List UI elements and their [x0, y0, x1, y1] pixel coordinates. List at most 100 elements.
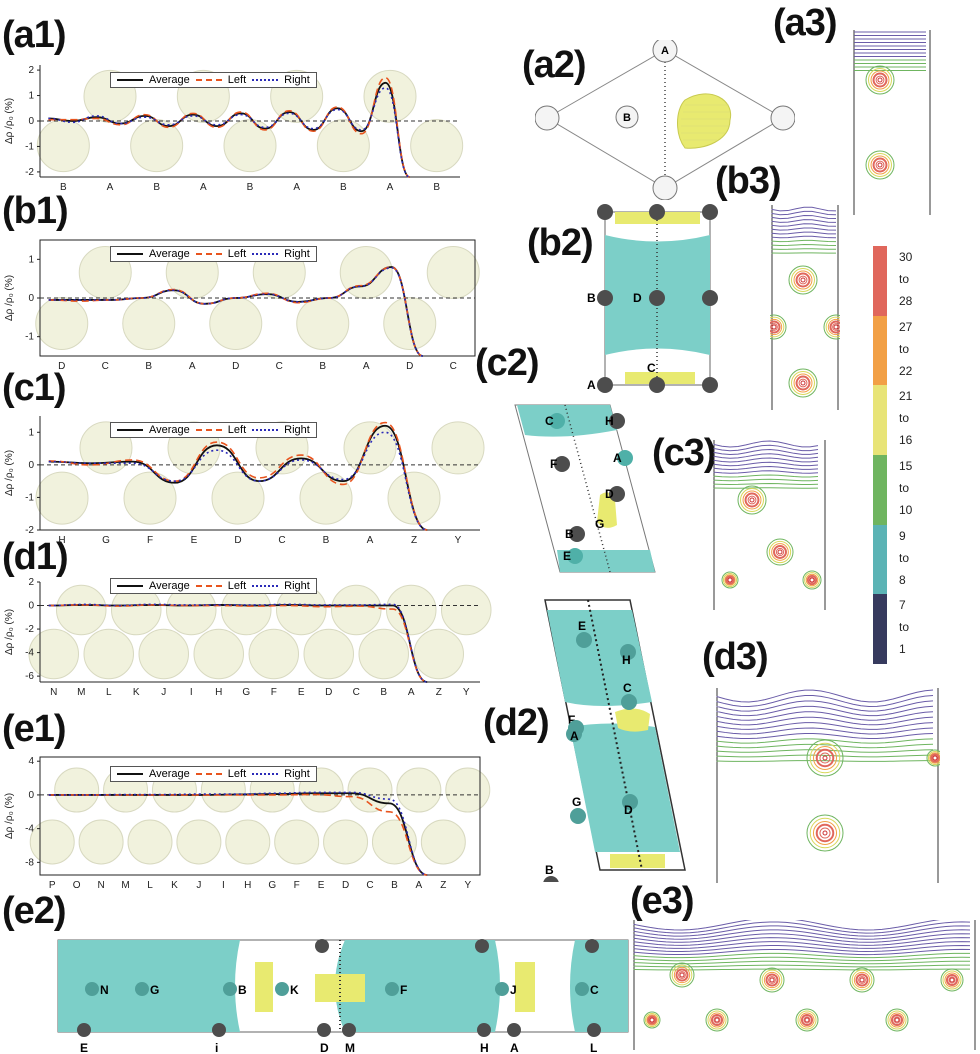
contour-ring	[647, 1015, 657, 1025]
y-axis-label: Δρ /ρ₀ (%)	[4, 609, 15, 655]
atom-label-c2: H	[605, 414, 614, 428]
series-left	[48, 793, 428, 876]
legend-label-left: Left	[227, 768, 247, 780]
contour-line	[713, 449, 819, 455]
atom-sphere	[386, 584, 437, 636]
legend-swatch-avg	[117, 79, 143, 81]
x-atom-label: O	[73, 880, 81, 891]
y-tick-label: -2	[25, 525, 34, 536]
contour-line	[716, 694, 934, 708]
contour-ring	[770, 323, 778, 331]
contour-ring	[795, 1008, 819, 1032]
atom-c2	[567, 548, 583, 564]
y-axis-label: Δρ /ρ₀ (%)	[4, 275, 15, 321]
legend-label-left: Left	[227, 248, 247, 260]
x-atom-label: K	[133, 687, 140, 698]
atom-sphere	[441, 584, 492, 636]
contour-ring	[875, 160, 885, 170]
contour-ring	[858, 976, 866, 984]
y-tick-label: -8	[25, 857, 34, 868]
atom-label-c2: C	[545, 414, 554, 428]
y-tick-label: -1	[25, 492, 34, 503]
y-tick-label: -1	[25, 141, 34, 152]
x-atom-label: A	[200, 182, 207, 193]
atom-e2	[507, 1023, 521, 1037]
legend-label-right: Right	[284, 74, 310, 86]
x-atom-label: D	[325, 687, 332, 698]
x-atom-label: Y	[464, 880, 471, 891]
contour-ring	[713, 1016, 721, 1024]
atom-sphere	[138, 628, 189, 680]
x-atom-label: G	[242, 687, 250, 698]
contour-ring	[940, 968, 964, 992]
atom-sphere	[223, 119, 277, 173]
contour-ring	[770, 320, 781, 334]
x-atom-label: E	[298, 687, 305, 698]
atom-sphere	[225, 819, 271, 865]
contour-line	[771, 227, 837, 231]
atom-sphere	[445, 767, 491, 813]
contour-ring	[791, 268, 815, 292]
x-atom-label: P	[49, 880, 56, 891]
contour-ring	[800, 1013, 814, 1027]
contour-ring	[759, 967, 785, 993]
y-tick-label: 1	[28, 427, 34, 438]
contour-ring	[644, 1012, 660, 1028]
atom-a2-top	[652, 40, 678, 63]
atom-e2	[317, 1023, 331, 1037]
contour-ring	[788, 265, 818, 295]
colorbar-label: 15	[899, 459, 913, 473]
contour-ring	[803, 1016, 811, 1024]
x-atom-label: Z	[411, 535, 417, 546]
atom-e2	[475, 939, 489, 953]
atom-sphere	[303, 628, 354, 680]
series-left	[48, 604, 428, 683]
x-atom-label: Z	[436, 687, 442, 698]
contour-ring	[673, 966, 691, 984]
y-tick-label: -4	[25, 824, 34, 835]
contour-ring	[678, 971, 686, 979]
contour-line	[771, 244, 837, 246]
contour-ring	[747, 495, 757, 505]
contour-ring	[795, 375, 811, 391]
atom-d2	[622, 794, 638, 810]
atom-label-b2-c: C	[647, 361, 656, 375]
contour-line	[716, 689, 934, 703]
legend-label-right: Right	[284, 768, 310, 780]
atom-sphere	[413, 628, 464, 680]
atom-sphere	[56, 584, 107, 636]
atom-c2	[554, 456, 570, 472]
atom-e2	[477, 1023, 491, 1037]
series-average	[48, 424, 428, 531]
contour-line	[633, 929, 971, 940]
x-atom-label: Y	[455, 535, 462, 546]
x-atom-label: F	[294, 880, 300, 891]
legend-swatch-avg	[117, 429, 143, 431]
contour-ring	[855, 973, 869, 987]
y-tick-label: 0	[28, 460, 34, 471]
series-right	[48, 791, 428, 876]
x-atom-label: B	[60, 182, 67, 193]
atom-sphere	[28, 628, 79, 680]
atom-label-c2: A	[613, 451, 622, 465]
x-atom-label: I	[222, 880, 225, 891]
atom-sphere	[193, 628, 244, 680]
atom-sphere	[426, 245, 480, 299]
x-atom-label: E	[191, 535, 198, 546]
contour-line	[633, 952, 971, 959]
atom-label-e2: D	[316, 932, 325, 934]
contour-ring	[768, 540, 792, 564]
x-atom-label: A	[107, 182, 114, 193]
x-atom-label: A	[189, 361, 196, 372]
contour-ring	[705, 1008, 729, 1032]
series-right	[48, 267, 424, 357]
x-atom-label: F	[147, 535, 153, 546]
y-tick-label: 1	[28, 91, 34, 102]
contour-ring	[849, 967, 875, 993]
atom-label-e2: L	[586, 932, 593, 934]
x-atom-label: A	[416, 880, 423, 891]
legend-label-avg: Average	[149, 424, 190, 436]
atom-label-d2: H	[622, 653, 631, 667]
